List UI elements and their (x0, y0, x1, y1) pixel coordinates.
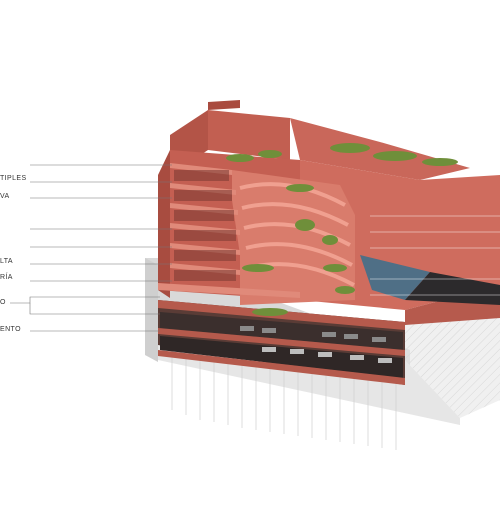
label-va: VA (0, 193, 10, 200)
label-o: O (0, 299, 6, 306)
floor-interiors (174, 170, 236, 281)
parked-cars (240, 326, 392, 363)
roof-gardens (226, 143, 458, 316)
label-tiples: TIPLES (0, 175, 27, 182)
label-ento: ENTO (0, 326, 21, 333)
foundation-piles (171, 345, 397, 450)
label-ria: RÍA (0, 274, 13, 281)
label-lta: LTA (0, 258, 13, 265)
leader-lines-left (10, 164, 172, 332)
leader-lines-right (370, 215, 500, 296)
